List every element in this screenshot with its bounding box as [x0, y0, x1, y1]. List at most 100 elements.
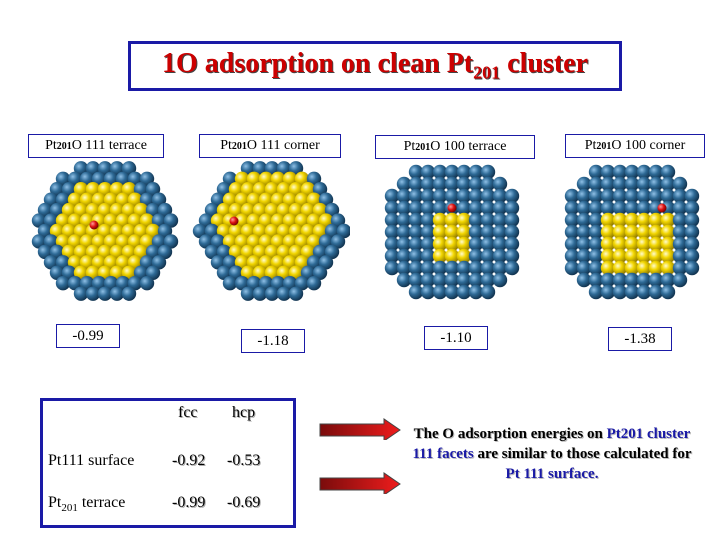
oxygen-atom — [229, 216, 239, 226]
pt-atom — [684, 200, 700, 216]
conclusion-note: The O adsorption energies on Pt201 clust… — [412, 426, 692, 482]
pt-atom — [145, 202, 161, 218]
pt-atom — [432, 284, 448, 300]
pt-atom — [408, 200, 424, 216]
pt-atom — [432, 164, 448, 180]
surface-atom — [109, 223, 125, 239]
surface-atom — [282, 255, 298, 270]
pt-atom — [384, 200, 400, 216]
pt-atom — [468, 188, 484, 204]
pt-atom — [624, 164, 640, 180]
surface-atom — [85, 202, 101, 218]
pt-atom — [396, 224, 412, 240]
surface-atom — [246, 213, 262, 228]
pt-atom — [139, 276, 155, 291]
pt-atom — [133, 265, 149, 280]
surface-atom — [61, 244, 77, 260]
pt-atom — [408, 176, 424, 192]
surface-atom — [210, 213, 226, 228]
surface-atom — [612, 224, 628, 240]
pt-atom — [576, 188, 592, 204]
pt-atom — [43, 192, 59, 207]
pt-atom — [324, 202, 340, 218]
pt-atom — [408, 188, 424, 204]
surface-atom — [636, 224, 652, 240]
surface-atom — [660, 236, 676, 252]
pt-atom — [624, 200, 640, 216]
pt-atom — [97, 286, 113, 301]
pt-atom — [432, 260, 448, 276]
pt-atom — [384, 260, 400, 276]
pt-atom — [408, 260, 424, 276]
pt-atom — [588, 272, 604, 288]
pt-atom — [624, 272, 640, 288]
pt-atom — [444, 176, 460, 192]
pt-atom — [504, 212, 520, 228]
pt-atom — [198, 213, 214, 228]
surface-atom — [55, 234, 71, 249]
surface-atom — [79, 255, 95, 270]
surface-atom — [648, 212, 664, 228]
pt-atom — [306, 171, 322, 186]
pt-atom — [468, 272, 484, 288]
pt-atom — [109, 161, 125, 176]
pt-atom — [660, 188, 676, 204]
pt-atom — [624, 188, 640, 204]
pt-atom — [294, 276, 310, 291]
surface-atom — [300, 182, 316, 197]
energy-value-111-terrace: -0.99 — [56, 324, 120, 348]
pt-atom — [432, 272, 448, 288]
value-pt201-hcp: -0.69 — [227, 494, 261, 511]
pt-atom — [684, 212, 700, 228]
surface-atom — [270, 255, 286, 270]
surface-atom — [282, 234, 298, 249]
surface-atom — [270, 234, 286, 249]
pt-atom — [564, 188, 580, 204]
surface-atom — [624, 224, 640, 240]
surface-atom — [97, 244, 113, 260]
pt-atom — [384, 188, 400, 204]
surface-atom — [444, 224, 460, 240]
pt-atom — [588, 248, 604, 264]
surface-atom — [103, 255, 119, 270]
pt-atom — [306, 276, 322, 291]
surface-atom — [282, 192, 298, 207]
pt-atom — [660, 164, 676, 180]
surface-atom — [133, 223, 149, 239]
pt-atom — [588, 224, 604, 240]
pt-atom — [103, 171, 119, 186]
surface-atom — [228, 223, 244, 239]
pt-atom — [588, 176, 604, 192]
surface-atom — [660, 260, 676, 276]
pt-atom — [468, 248, 484, 264]
pt-atom — [61, 182, 77, 197]
pt-atom — [588, 188, 604, 204]
pt-atom — [312, 244, 328, 260]
pt-atom — [396, 272, 412, 288]
pt-atom — [43, 234, 59, 249]
pt-atom — [276, 286, 292, 301]
pt-atom — [115, 276, 131, 291]
surface-atom — [91, 255, 107, 270]
surface-atom — [636, 260, 652, 276]
pt-atom — [420, 164, 436, 180]
pt-atom — [468, 224, 484, 240]
surface-atom — [61, 223, 77, 239]
surface-atom — [612, 236, 628, 252]
pt-atom — [384, 224, 400, 240]
pt-atom — [37, 202, 53, 218]
pt-atom — [576, 260, 592, 276]
surface-atom — [444, 212, 460, 228]
surface-atom — [246, 192, 262, 207]
pt-atom — [672, 188, 688, 204]
pt-atom — [139, 255, 155, 270]
pt-atom — [588, 260, 604, 276]
pt-atom — [444, 164, 460, 180]
pt-atom — [420, 236, 436, 252]
surface-atom — [73, 244, 89, 260]
pt-atom — [270, 276, 286, 291]
surface-atom — [648, 224, 664, 240]
pt-atom — [330, 213, 346, 228]
pt-atom — [396, 212, 412, 228]
